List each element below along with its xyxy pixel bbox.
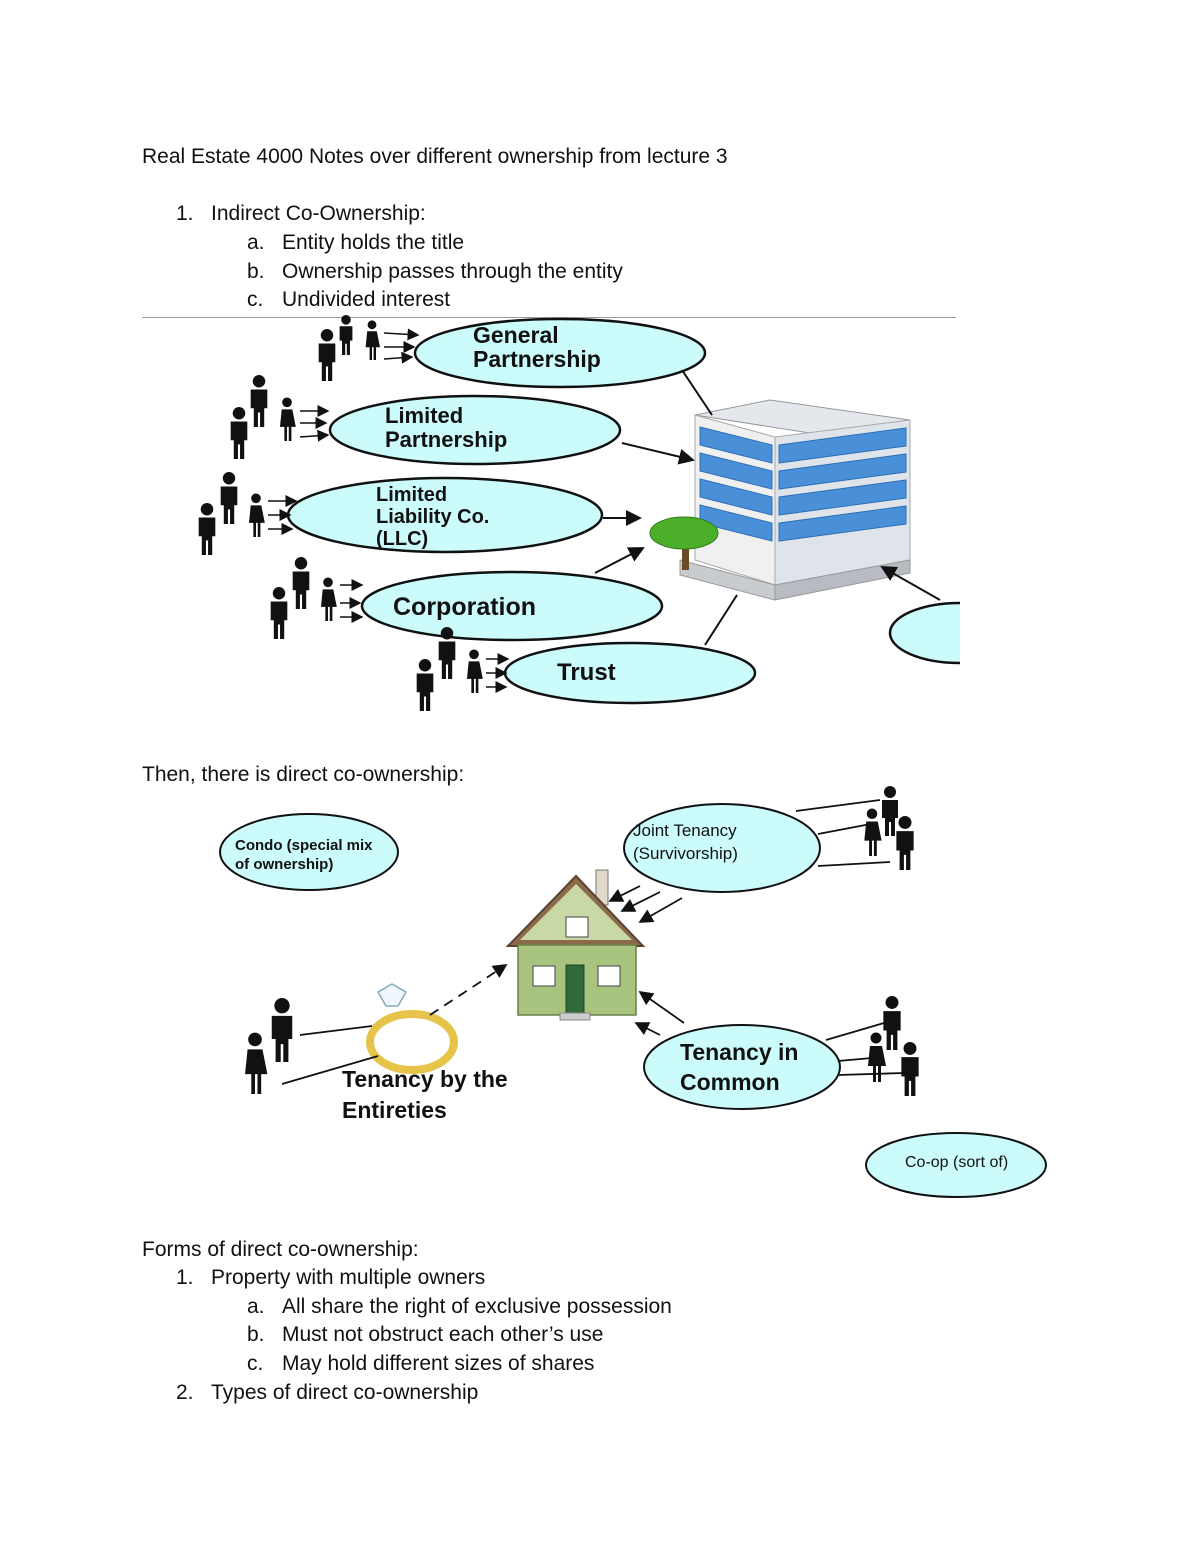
people-group-icon (245, 998, 293, 1094)
sublist-item: Ownership passes through the entity (282, 260, 623, 283)
indirect-ownership-diagram: General Partnership Limited Partnership … (198, 315, 960, 711)
people-group-icon (416, 627, 510, 711)
trust-bubble (503, 641, 757, 705)
condo-label: of ownership) (235, 856, 333, 873)
limited-partnership-bubble (328, 394, 622, 466)
people-group-icon (864, 786, 914, 870)
sublist-marker: a. (247, 231, 265, 254)
joint-tenancy-bubble (623, 803, 821, 893)
people-group-icon (318, 315, 420, 381)
joint-tenancy-label: Joint Tenancy (633, 821, 737, 840)
entity-label: Liability Co. (376, 506, 489, 528)
people-group-icon (868, 996, 919, 1096)
office-building-icon (679, 399, 911, 601)
sublist-item: All share the right of exclusive possess… (282, 1295, 672, 1318)
condo-bubble (219, 813, 399, 891)
list-item-label: Property with multiple owners (211, 1266, 486, 1289)
entity-label: Corporation (393, 593, 536, 621)
sublist-item: Must not obstruct each other’s use (282, 1323, 604, 1346)
entity-label: Trust (557, 659, 616, 686)
list-number: 2. (176, 1381, 194, 1404)
sublist-item: Undivided interest (282, 288, 451, 311)
people-group-icon (198, 472, 298, 555)
section-heading: Forms of direct co-ownership: (142, 1238, 419, 1261)
tenancy-in-common-bubble (643, 1024, 841, 1110)
entity-label: Partnership (473, 346, 601, 372)
corporation-bubble (360, 570, 664, 642)
entireties-label: Entireties (342, 1097, 447, 1123)
sublist-marker: b. (247, 1323, 265, 1346)
direct-ownership-diagram: Condo (special mix of ownership) Joint T… (219, 786, 1047, 1198)
entity-label: Limited (385, 403, 463, 428)
tree-icon (649, 516, 719, 570)
page-title: Real Estate 4000 Notes over different ow… (142, 145, 728, 168)
partial-bubble (888, 601, 960, 665)
tenancy-in-common-label: Common (680, 1069, 780, 1095)
list-item-label: Types of direct co-ownership (211, 1381, 479, 1404)
entity-label: Limited (376, 484, 447, 506)
entity-label: Partnership (385, 427, 507, 452)
coop-bubble (865, 1132, 1047, 1198)
sublist-marker: c. (247, 288, 264, 311)
section-intro: Then, there is direct co-ownership: (142, 763, 465, 786)
condo-label: Condo (special mix (235, 837, 373, 854)
tenancy-in-common-label: Tenancy in (680, 1039, 798, 1065)
sublist-item: May hold different sizes of shares (282, 1352, 595, 1375)
list-item-label: Indirect Co-Ownership: (211, 202, 426, 225)
house-icon (505, 869, 646, 1021)
sublist-marker: b. (247, 260, 265, 283)
sublist-marker: a. (247, 1295, 265, 1318)
general-partnership-bubble (413, 317, 707, 389)
entity-label: (LLC) (376, 528, 428, 550)
list-number: 1. (176, 202, 194, 225)
wedding-ring-icon (366, 983, 458, 1074)
sublist-marker: c. (247, 1352, 264, 1375)
list-number: 1. (176, 1266, 194, 1289)
joint-tenancy-label: (Survivorship) (633, 844, 738, 863)
coop-label: Co-op (sort of) (905, 1154, 1008, 1171)
sublist-item: Entity holds the title (282, 231, 465, 254)
people-group-icon (230, 375, 330, 459)
entity-label: General (473, 322, 559, 348)
people-group-icon (270, 557, 364, 639)
divider (142, 317, 956, 318)
